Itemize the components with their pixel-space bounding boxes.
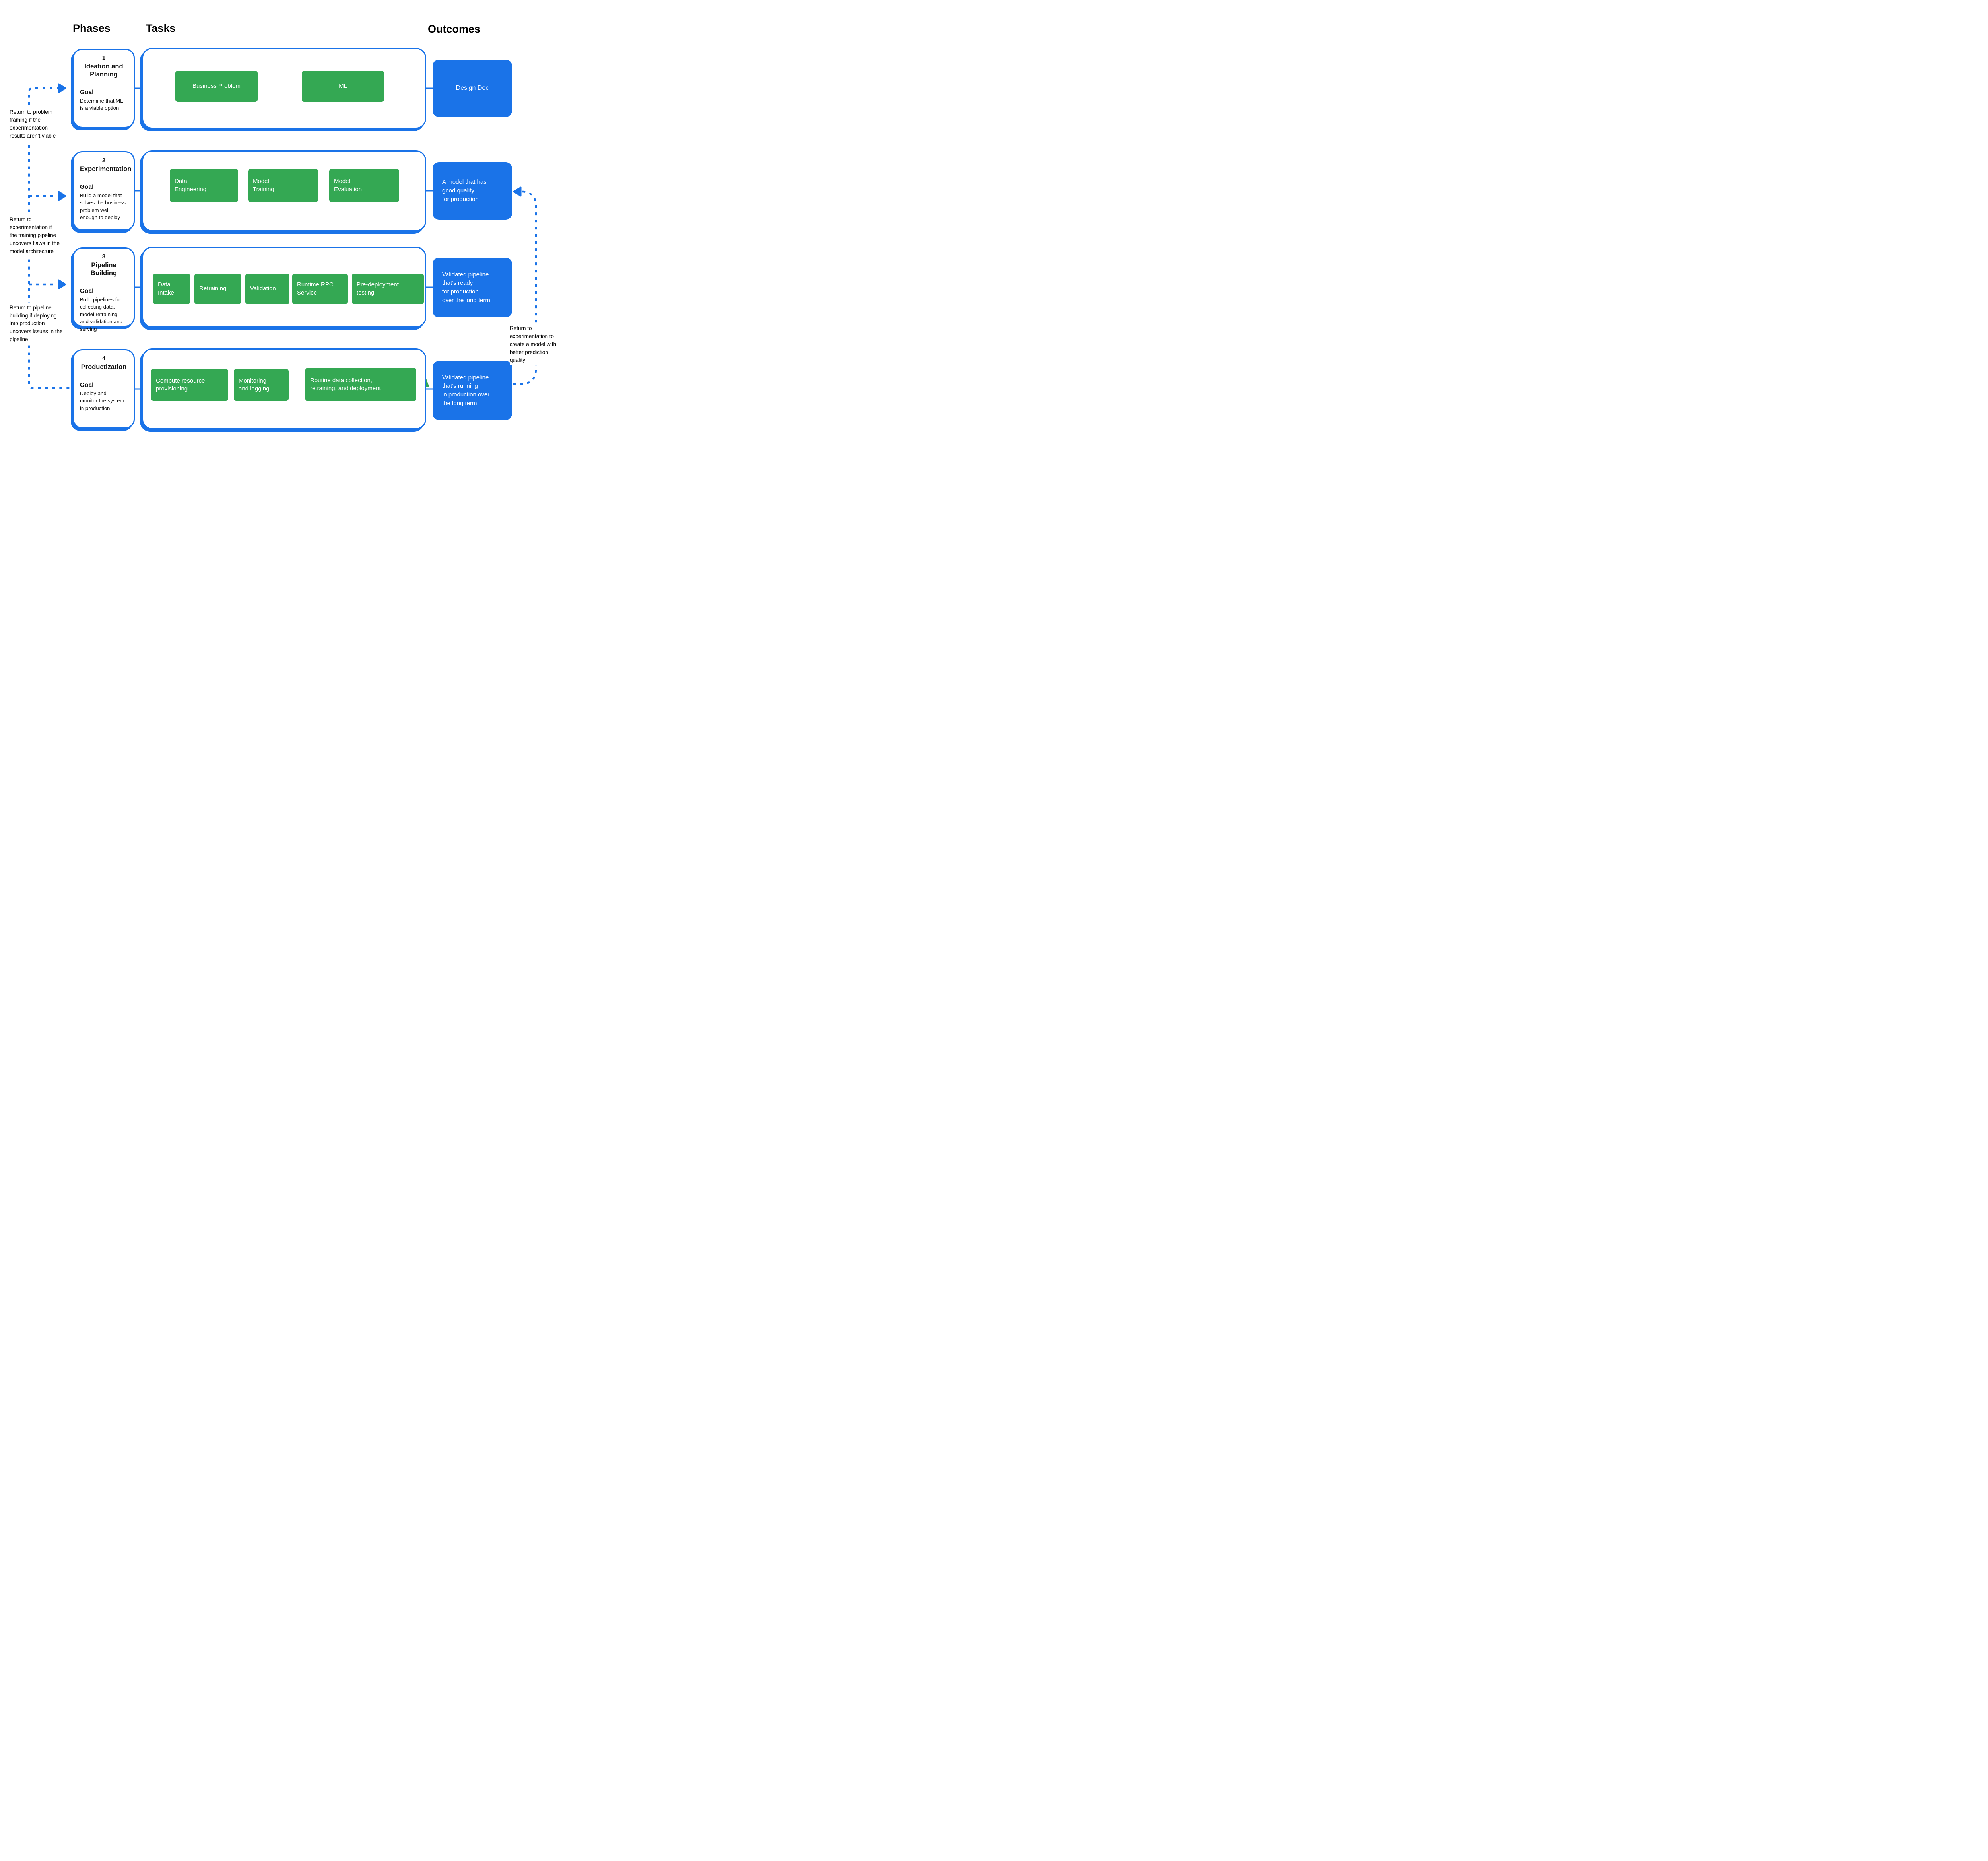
task-box-retraining: Retraining [194, 274, 241, 304]
phase-card-experimentation: 2 Experimentation Goal Build a model tha… [73, 151, 135, 231]
note-return-pipeline-building: Return to pipeline building if deploying… [10, 303, 63, 344]
phase-number: 2 [102, 157, 106, 164]
goal-label: Goal [80, 288, 94, 295]
goal-label: Goal [80, 89, 94, 96]
task-box-model-evaluation: Model Evaluation [329, 169, 399, 202]
task-box-runtime-rpc-service: Runtime RPC Service [292, 274, 348, 304]
mlops-phases-diagram: Phases Tasks Outcomes 1 Ideation and Pla… [0, 0, 564, 465]
phase-card-productization: 4 Productization Goal Deploy and monitor… [73, 349, 135, 429]
task-box-ml: ML [302, 71, 384, 102]
phases-column-header: Phases [73, 22, 111, 34]
task-box-compute-resource-provisioning: Compute resource provisioning [151, 369, 228, 401]
outcome-box-validated-pipeline-running: Validated pipeline that’s running in pro… [433, 361, 512, 420]
outcome-box-model-good-quality: A model that has good quality for produc… [433, 162, 512, 220]
task-box-validation: Validation [245, 274, 289, 304]
goal-text: Deploy and monitor the system in product… [80, 390, 124, 411]
phase-number: 4 [102, 355, 106, 362]
phase-title: Ideation and Planning [84, 63, 123, 78]
goal-text: Determine that ML is a viable option [80, 97, 123, 111]
tasks-column-header: Tasks [146, 22, 176, 34]
task-box-business-problem: Business Problem [175, 71, 258, 102]
goal-text: Build pipelines for collecting data, mod… [80, 296, 123, 332]
note-return-experimentation-flaws: Return to experimentation if the trainin… [10, 215, 60, 256]
phase-title: Pipeline Building [91, 262, 117, 277]
goal-text: Build a model that solves the business p… [80, 192, 126, 221]
task-box-routine-data-collection: Routine data collection, retraining, and… [305, 368, 416, 401]
phase-title: Productization [81, 363, 127, 371]
goal-label: Goal [80, 183, 94, 190]
task-box-data-engineering: Data Engineering [170, 169, 238, 202]
outcome-box-design-doc: Design Doc [433, 60, 512, 117]
phase-number: 1 [102, 54, 106, 61]
arrowhead-to-ideation-icon [58, 83, 66, 93]
task-box-pre-deployment-testing: Pre-deployment testing [352, 274, 424, 304]
arrowhead-to-experimentation-icon [58, 191, 66, 201]
phase-card-ideation: 1 Ideation and Planning Goal Determine t… [73, 49, 135, 128]
task-box-data-intake: Data Intake [153, 274, 190, 304]
arrowhead-to-model-outcome-icon [513, 186, 522, 197]
note-return-experimentation-quality: Return to experimentation to create a mo… [510, 324, 557, 365]
goal-label: Goal [80, 381, 94, 389]
phase-number: 3 [102, 253, 106, 260]
feedback-path-right [513, 190, 537, 385]
phase-title: Experimentation [80, 165, 132, 173]
outcomes-column-header: Outcomes [428, 23, 481, 35]
note-return-problem-framing: Return to problem framing if the experim… [10, 107, 56, 141]
arrowhead-to-pipeline-building-icon [58, 279, 66, 289]
phase-card-pipeline-building: 3 Pipeline Building Goal Build pipelines… [73, 247, 135, 332]
outcome-box-validated-pipeline-ready: Validated pipeline that’s ready for prod… [433, 258, 512, 317]
task-box-monitoring-and-logging: Monitoring and logging [234, 369, 289, 401]
task-box-model-training: Model Training [248, 169, 318, 202]
